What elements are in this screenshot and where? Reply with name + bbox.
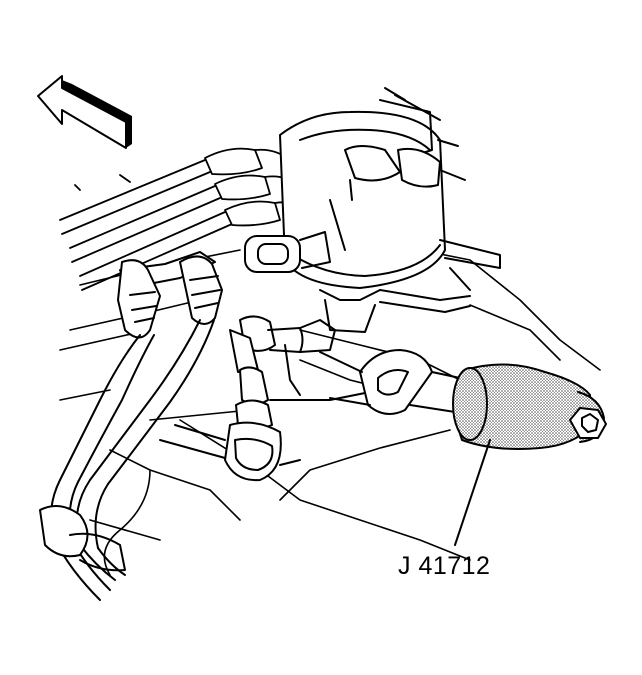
j41712-tool	[452, 363, 607, 450]
fuel-line-fittings	[39, 251, 223, 601]
tool-callout-label: J 41712	[398, 552, 491, 580]
distributor-cap	[244, 87, 501, 333]
callout-leader-line	[454, 439, 491, 546]
direction-arrow-icon	[37, 75, 132, 149]
spark-plug-wires	[59, 147, 306, 291]
tool-bracket	[319, 349, 461, 415]
fuel-pressure-fitting	[159, 315, 381, 482]
